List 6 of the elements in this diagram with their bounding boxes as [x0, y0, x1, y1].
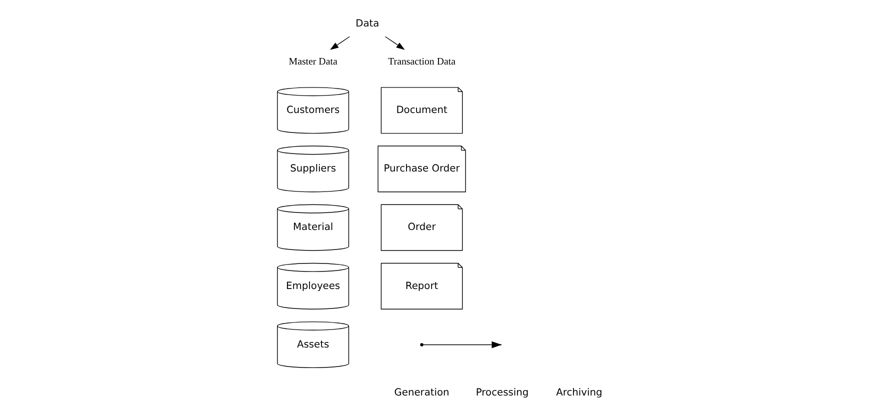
- label: Generation: [394, 388, 450, 399]
- node-text: Data: [356, 18, 380, 30]
- node-text: Master Data: [288, 56, 338, 68]
- node-text: Transaction Data: [388, 56, 456, 68]
- label: Archiving: [556, 388, 602, 399]
- label: Processing: [476, 388, 529, 399]
